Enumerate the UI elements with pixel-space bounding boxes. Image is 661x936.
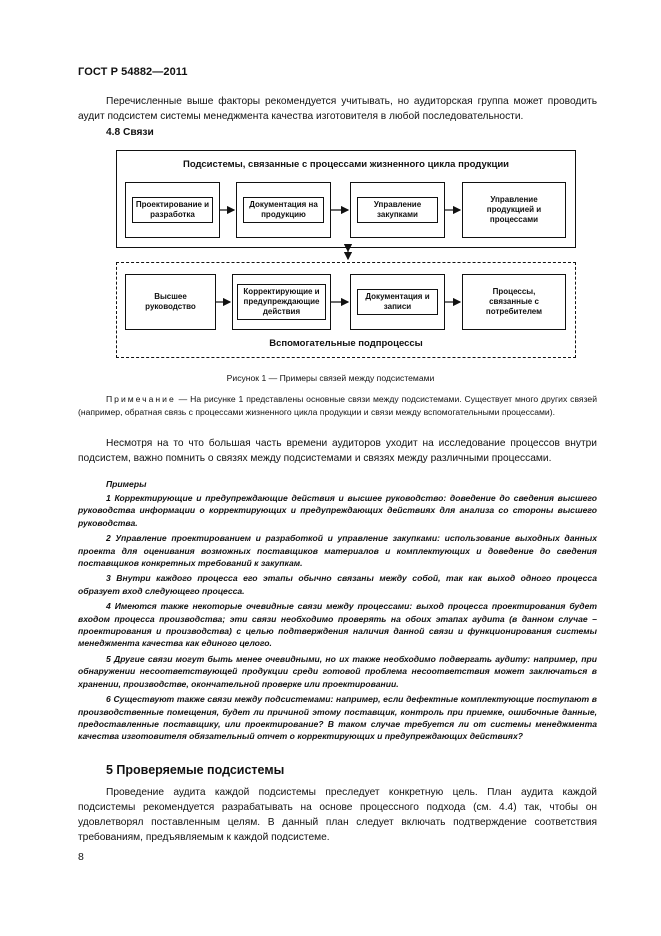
diagram-box-docs-records-label: Документация и записи <box>357 289 438 315</box>
intro-paragraph: Перечисленные выше факторы рекомендуется… <box>78 96 597 122</box>
diagram-box-docs-records: Документация и записи <box>350 274 445 330</box>
diagram-box-top-management-label: Высшее руководство <box>145 292 196 311</box>
support-subprocesses-title: Вспомогательные подпроцессы <box>269 338 423 349</box>
diagram-box-design-label: Проектирование и разработка <box>132 197 213 223</box>
example-item: 1 Корректирующие и предупреждающие дейст… <box>78 493 597 528</box>
figure-note: Примечание — На рисунке 1 представлены о… <box>78 393 597 418</box>
diagram-box-product-docs-label: Документация на продукцию <box>243 197 324 223</box>
page-number: 8 <box>78 851 84 863</box>
lifecycle-subsystems-title: Подсистемы, связанные с процессами жизне… <box>182 159 510 170</box>
diagram-box-corrective-actions: Корректирующие и предупреждающие действи… <box>232 274 331 330</box>
example-item: 6 Существуют также связи между подсистем… <box>78 694 597 742</box>
diagram-box-top-management: Высшее руководство <box>125 274 216 330</box>
diagram-box-purchasing: Управление закупками <box>350 182 445 238</box>
section-4-8-heading: 4.8 Связи <box>106 127 154 138</box>
diagram-box-customer-processes: Процессы, связанные с потребителем <box>462 274 566 330</box>
examples-list: 1 Корректирующие и предупреждающие дейст… <box>78 492 597 746</box>
diagram-box-product-process-control-label: Управление продукцией и процессами <box>486 195 542 224</box>
examples-title: Примеры <box>106 479 147 489</box>
diagram-box-product-docs: Документация на продукцию <box>236 182 331 238</box>
diagram-box-product-process-control: Управление продукцией и процессами <box>462 182 566 238</box>
section-5-heading: 5 Проверяемые подсистемы <box>106 763 285 777</box>
note-text: — На рисунке 1 представлены основные свя… <box>78 394 597 417</box>
diagram-box-corrective-actions-label: Корректирующие и предупреждающие действи… <box>237 284 326 320</box>
figure-caption: Рисунок 1 — Примеры связей между подсист… <box>226 373 435 383</box>
example-item: 3 Внутри каждого процесса его этапы обыч… <box>78 573 597 596</box>
paragraph-links: Несмотря на то что большая часть времени… <box>78 438 597 464</box>
example-item: 4 Имеются также некоторые очевидные связ… <box>78 601 597 649</box>
support-subprocesses-frame <box>116 262 576 358</box>
diagram-box-purchasing-label: Управление закупками <box>357 197 438 223</box>
diagram-box-customer-processes-label: Процессы, связанные с потребителем <box>485 287 543 316</box>
section-5-paragraph: Проведение аудита каждой подсистемы прес… <box>78 787 597 843</box>
document-header: ГОСТ Р 54882—2011 <box>78 66 188 78</box>
example-item: 2 Управление проектированием и разработк… <box>78 533 597 569</box>
note-label: Примечание <box>106 394 176 404</box>
example-item: 5 Другие связи могут быть менее очевидны… <box>78 653 597 689</box>
diagram-box-design: Проектирование и разработка <box>125 182 220 238</box>
